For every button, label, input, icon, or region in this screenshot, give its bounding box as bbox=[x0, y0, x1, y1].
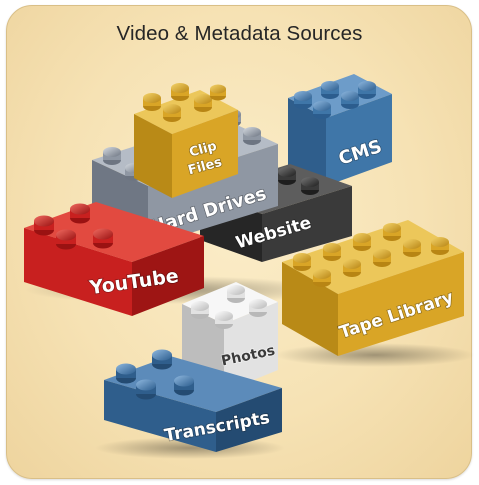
brick-clip-files: Clip Files bbox=[134, 83, 238, 198]
shadow bbox=[275, 343, 475, 367]
brick-studs bbox=[143, 83, 226, 122]
brick-studs bbox=[278, 167, 319, 195]
brick-transcripts: Transcripts bbox=[104, 349, 282, 452]
brick-studs bbox=[116, 349, 194, 400]
diagram-title: Video & Metadata Sources bbox=[116, 22, 363, 45]
brick-studs bbox=[294, 81, 376, 119]
brick-cms: CMS bbox=[288, 74, 392, 186]
brick-studs bbox=[34, 203, 113, 250]
clip-files-label-line1: Clip bbox=[188, 139, 219, 161]
brick-studs bbox=[191, 285, 267, 329]
brick-studs bbox=[293, 223, 449, 287]
brick-photos: Photos bbox=[182, 282, 278, 392]
brick-youtube: YouTube bbox=[24, 202, 204, 316]
